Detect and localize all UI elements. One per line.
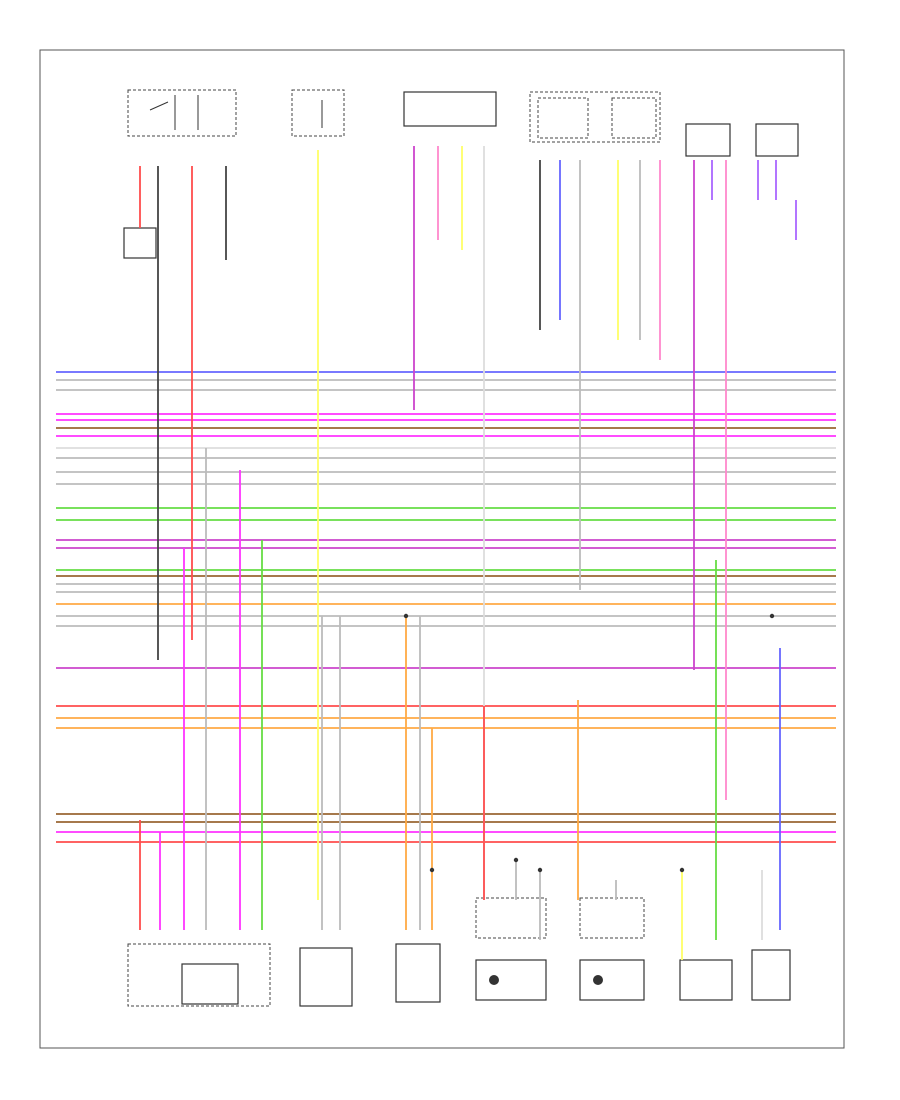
page-border — [39, 49, 845, 1049]
component-bottom-o2-sensor-2 — [579, 897, 645, 1001]
splice-dot-6 — [679, 867, 685, 873]
component-bottom-sensor-3 — [679, 959, 733, 1001]
component-bottom-o2-sensor-1 — [475, 897, 547, 1001]
splice-dot-3 — [513, 857, 519, 863]
bus-wires — [56, 371, 836, 843]
splice-dot-4 — [429, 867, 435, 873]
component-top-right-dual-switch — [529, 91, 661, 143]
splice-dot-5 — [537, 867, 543, 873]
component-top-left-switch — [127, 89, 237, 137]
splice-dot-2 — [769, 613, 775, 619]
splice-points — [403, 613, 775, 873]
splice-dot-1 — [403, 613, 409, 619]
vertical-wires — [139, 146, 797, 960]
component-fuse-box — [291, 89, 345, 137]
component-bottom-sensor-4 — [751, 949, 791, 1001]
component-top-right-module-a — [685, 123, 731, 157]
component-top-mid-module — [403, 91, 497, 127]
component-bottom-sensor-2 — [395, 943, 441, 1003]
component-bottom-throttle-body — [127, 943, 271, 1007]
component-top-right-module-b — [755, 123, 799, 157]
component-top-left-small-box — [123, 227, 157, 259]
component-bottom-sensor-1 — [299, 947, 353, 1007]
